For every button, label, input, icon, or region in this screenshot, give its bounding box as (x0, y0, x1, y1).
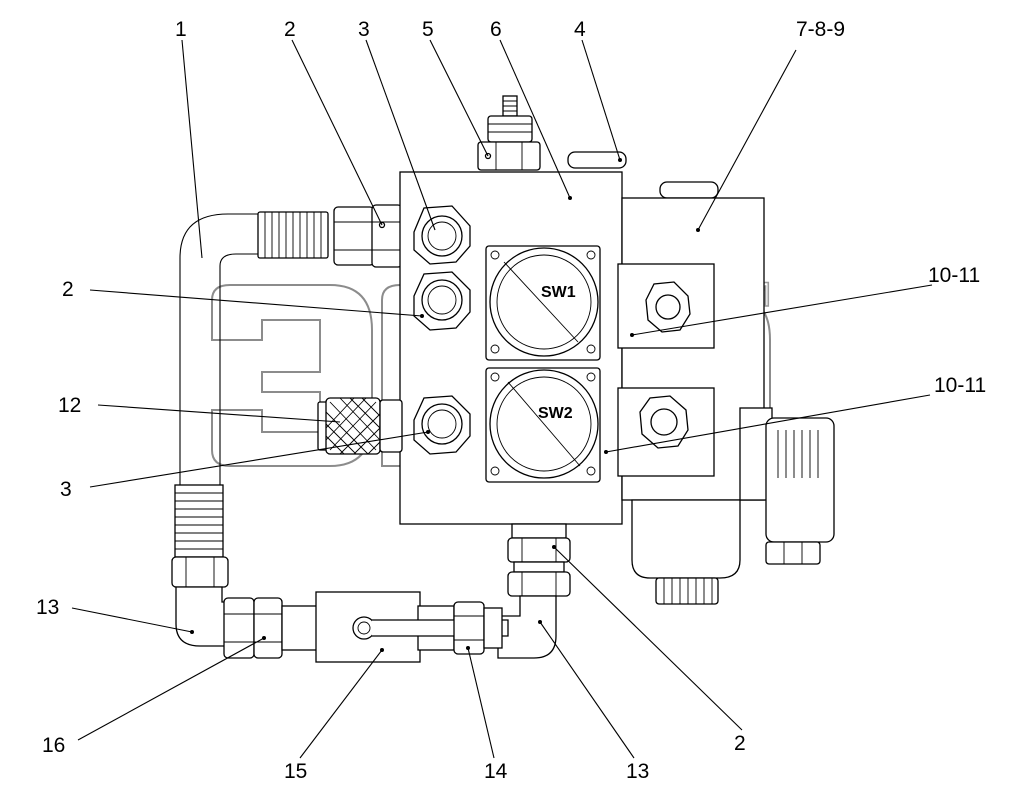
side-block-10-11-upper (617, 263, 715, 349)
callout-14: 14 (484, 760, 508, 783)
callout-16: 16 (42, 734, 65, 757)
callout-5: 5 (422, 18, 434, 41)
callout-2-top: 2 (284, 18, 296, 41)
callout-13-right: 13 (626, 760, 649, 783)
callout-15: 15 (284, 760, 307, 783)
cap-4 (567, 151, 627, 169)
callout-10-11-lower: 10-11 (934, 374, 986, 397)
fitting-2-bottom (507, 523, 571, 597)
callout-3-left: 3 (60, 478, 72, 501)
callouts: 1 2 3 5 6 4 7-8-9 2 10-11 12 10-11 3 13 … (36, 18, 986, 783)
side-block-10-11-lower (604, 387, 715, 477)
callout-6: 6 (490, 18, 502, 41)
fitting-14 (453, 601, 503, 655)
callout-10-11-upper: 10-11 (928, 264, 980, 287)
port-2-mid (413, 271, 471, 331)
callout-2-left: 2 (62, 278, 74, 301)
callout-13-left: 13 (36, 596, 59, 619)
switch-sw1: SW1 (485, 245, 601, 361)
callout-4: 4 (574, 18, 586, 41)
fitting-2-top (333, 204, 403, 268)
hose-1 (174, 211, 329, 558)
leader-lines (71, 39, 933, 759)
nut-16 (223, 597, 283, 659)
plug-5 (477, 95, 541, 171)
callout-2-bottom: 2 (734, 732, 746, 755)
callout-1: 1 (175, 18, 187, 41)
elbow-13-left (171, 556, 229, 647)
gauge-12 (317, 397, 403, 455)
sw2-label: SW2 (538, 405, 573, 422)
callout-7-8-9: 7-8-9 (796, 18, 845, 41)
switch-sw2: SW2 (485, 367, 601, 483)
callout-12: 12 (58, 394, 81, 417)
port-3-low (413, 395, 471, 455)
port-3-top (413, 205, 471, 265)
sw1-label: SW1 (541, 284, 576, 301)
callout-3-top: 3 (358, 18, 370, 41)
